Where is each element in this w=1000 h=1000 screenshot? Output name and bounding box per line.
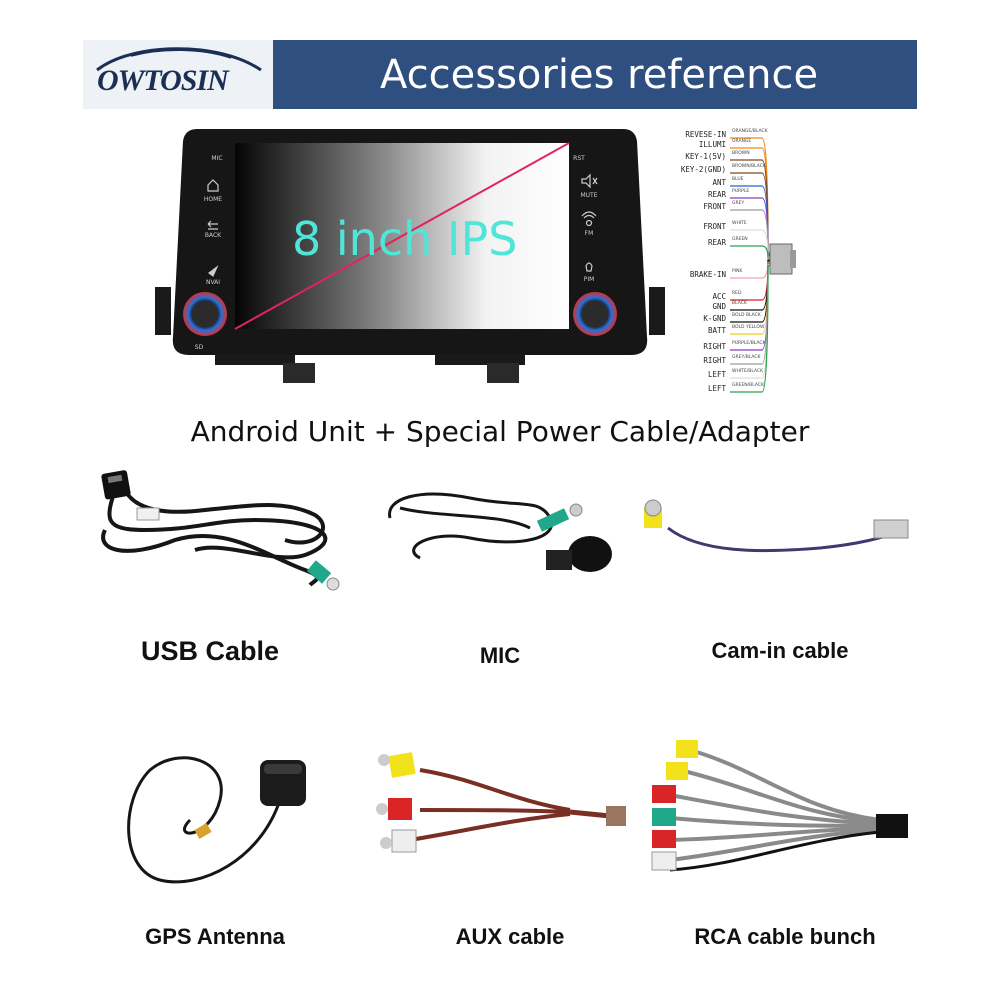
fm-button-label: FM: [585, 230, 594, 237]
home-icon: [207, 179, 219, 192]
pinout-wire-color: GREEN/BLACK: [732, 383, 764, 388]
harness-connector: [769, 243, 793, 275]
pinout-wire-color: WHITE/BLACK: [732, 369, 764, 374]
pinout-label: KEY-2(GND): [680, 165, 726, 174]
pinout-label: LEFT: [707, 370, 726, 379]
harness-wires: [730, 137, 796, 393]
back-button-label: BACK: [205, 232, 222, 239]
pinout-label: KEY-1(5V): [685, 152, 726, 161]
pinout-label: BRAKE-IN: [689, 270, 726, 279]
pinout-label: GND: [712, 302, 726, 311]
pinout-wire: [730, 264, 772, 393]
navigation-icon: [208, 265, 219, 277]
pinout-wire-color: ORANGE/BLACK: [732, 129, 768, 134]
sd-slot-label: SD: [195, 344, 204, 351]
pinout-label: ANT: [712, 178, 726, 187]
mute-button-label: MUTE: [580, 192, 597, 199]
aux-cable-label: AUX cable: [455, 924, 565, 949]
page-title: Accessories reference: [380, 52, 819, 98]
pinout-wire-color: BROWN: [732, 151, 750, 156]
rca-cable-bunch-label: RCA cable bunch: [694, 924, 876, 949]
pinout-label: REAR: [707, 190, 726, 199]
pinout-label: LEFT: [707, 384, 726, 393]
pinout-wire: [730, 172, 772, 255]
nav-button-label: NVAI: [206, 279, 220, 286]
pinout-wire: [730, 260, 772, 311]
screen-size-label: 8 inch IPS: [292, 212, 518, 266]
unit-caption: Android Unit + Special Power Cable/Adapt…: [190, 415, 810, 448]
mic-label: MIC: [479, 643, 521, 668]
pinout-wire: [730, 258, 772, 279]
radio-fm-icon: [585, 219, 593, 227]
pinout-wire-color: BLUE: [732, 177, 744, 182]
pinout-label: REAR: [707, 238, 726, 247]
pinout-label: REVESE-IN: [685, 130, 726, 139]
pinout-label: ACC: [712, 292, 726, 301]
cam-in-cable-label: Cam-in cable: [711, 638, 849, 663]
pinout-wire-color: WHITE: [732, 221, 747, 226]
pinout-wire-color: GREY/BLACK: [732, 355, 761, 360]
pinout-wire-color: PURPLE: [732, 189, 750, 194]
pinout-wire-color: BLACK: [732, 301, 747, 306]
pinout-wire-color: GREEN: [732, 237, 748, 242]
android-head-unit: MIC RST HOME MUTE BACK FM NVAI PIM SD: [155, 129, 665, 383]
pinout-label: FRONT: [703, 222, 726, 231]
pinout-label: K-GND: [703, 314, 726, 323]
pinout-wire-color: BOLD YELLOW: [732, 325, 765, 330]
pinout-label: RIGHT: [703, 356, 726, 365]
mute-icon: [581, 173, 598, 189]
pinout-wire-color: BOLD BLACK: [732, 313, 761, 318]
pinout-wire-color: GREY: [732, 201, 745, 206]
aux-cable-image: [376, 752, 626, 853]
power-harness-pinout: REVESE-IN ORANGE/BLACK ILLUMI ORANGE KEY-1(5…: [680, 124, 820, 394]
pinout-wire-color: BROWN/BLACK: [732, 164, 766, 169]
pinout-label: FRONT: [703, 202, 726, 211]
mic-button-label: MIC: [211, 155, 222, 162]
usb-cable-label: USB Cable: [140, 636, 280, 666]
pinout-wire: [730, 245, 772, 259]
header-banner: OWTOSIN Accessories reference: [83, 40, 917, 109]
rca-cable-bunch-image: [651, 740, 908, 872]
gps-antenna-label: GPS Antenna: [145, 924, 285, 949]
pinout-wire: [730, 259, 772, 301]
lightbulb-icon: [585, 262, 593, 272]
logo-text: OWTOSIN: [97, 64, 229, 97]
back-icon: [207, 220, 218, 230]
pinout-wire: [730, 229, 772, 258]
camera-cable-image: [644, 499, 909, 553]
car-silhouette-icon: [96, 47, 262, 72]
pim-button-label: PIM: [584, 276, 595, 283]
pinout-label: RIGHT: [703, 342, 726, 351]
gps-antenna-image: [127, 756, 306, 884]
pinout-wire-color: PURPLE/BLACK: [732, 341, 766, 346]
brand-logo: OWTOSIN: [83, 40, 273, 109]
usb-cable-image: [101, 470, 340, 591]
pinout-wire-color: PINK: [732, 269, 743, 274]
rst-button-label: RST: [573, 155, 585, 162]
home-button-label: HOME: [204, 196, 222, 203]
pinout-label: ILLUMI: [698, 140, 726, 149]
pinout-label: BATT: [707, 326, 726, 335]
harness-connector-latch: [790, 250, 796, 268]
pinout-wire-color: RED: [732, 291, 742, 296]
mic-image: [388, 492, 612, 572]
pinout-wire-color: ORANGE: [732, 139, 752, 144]
